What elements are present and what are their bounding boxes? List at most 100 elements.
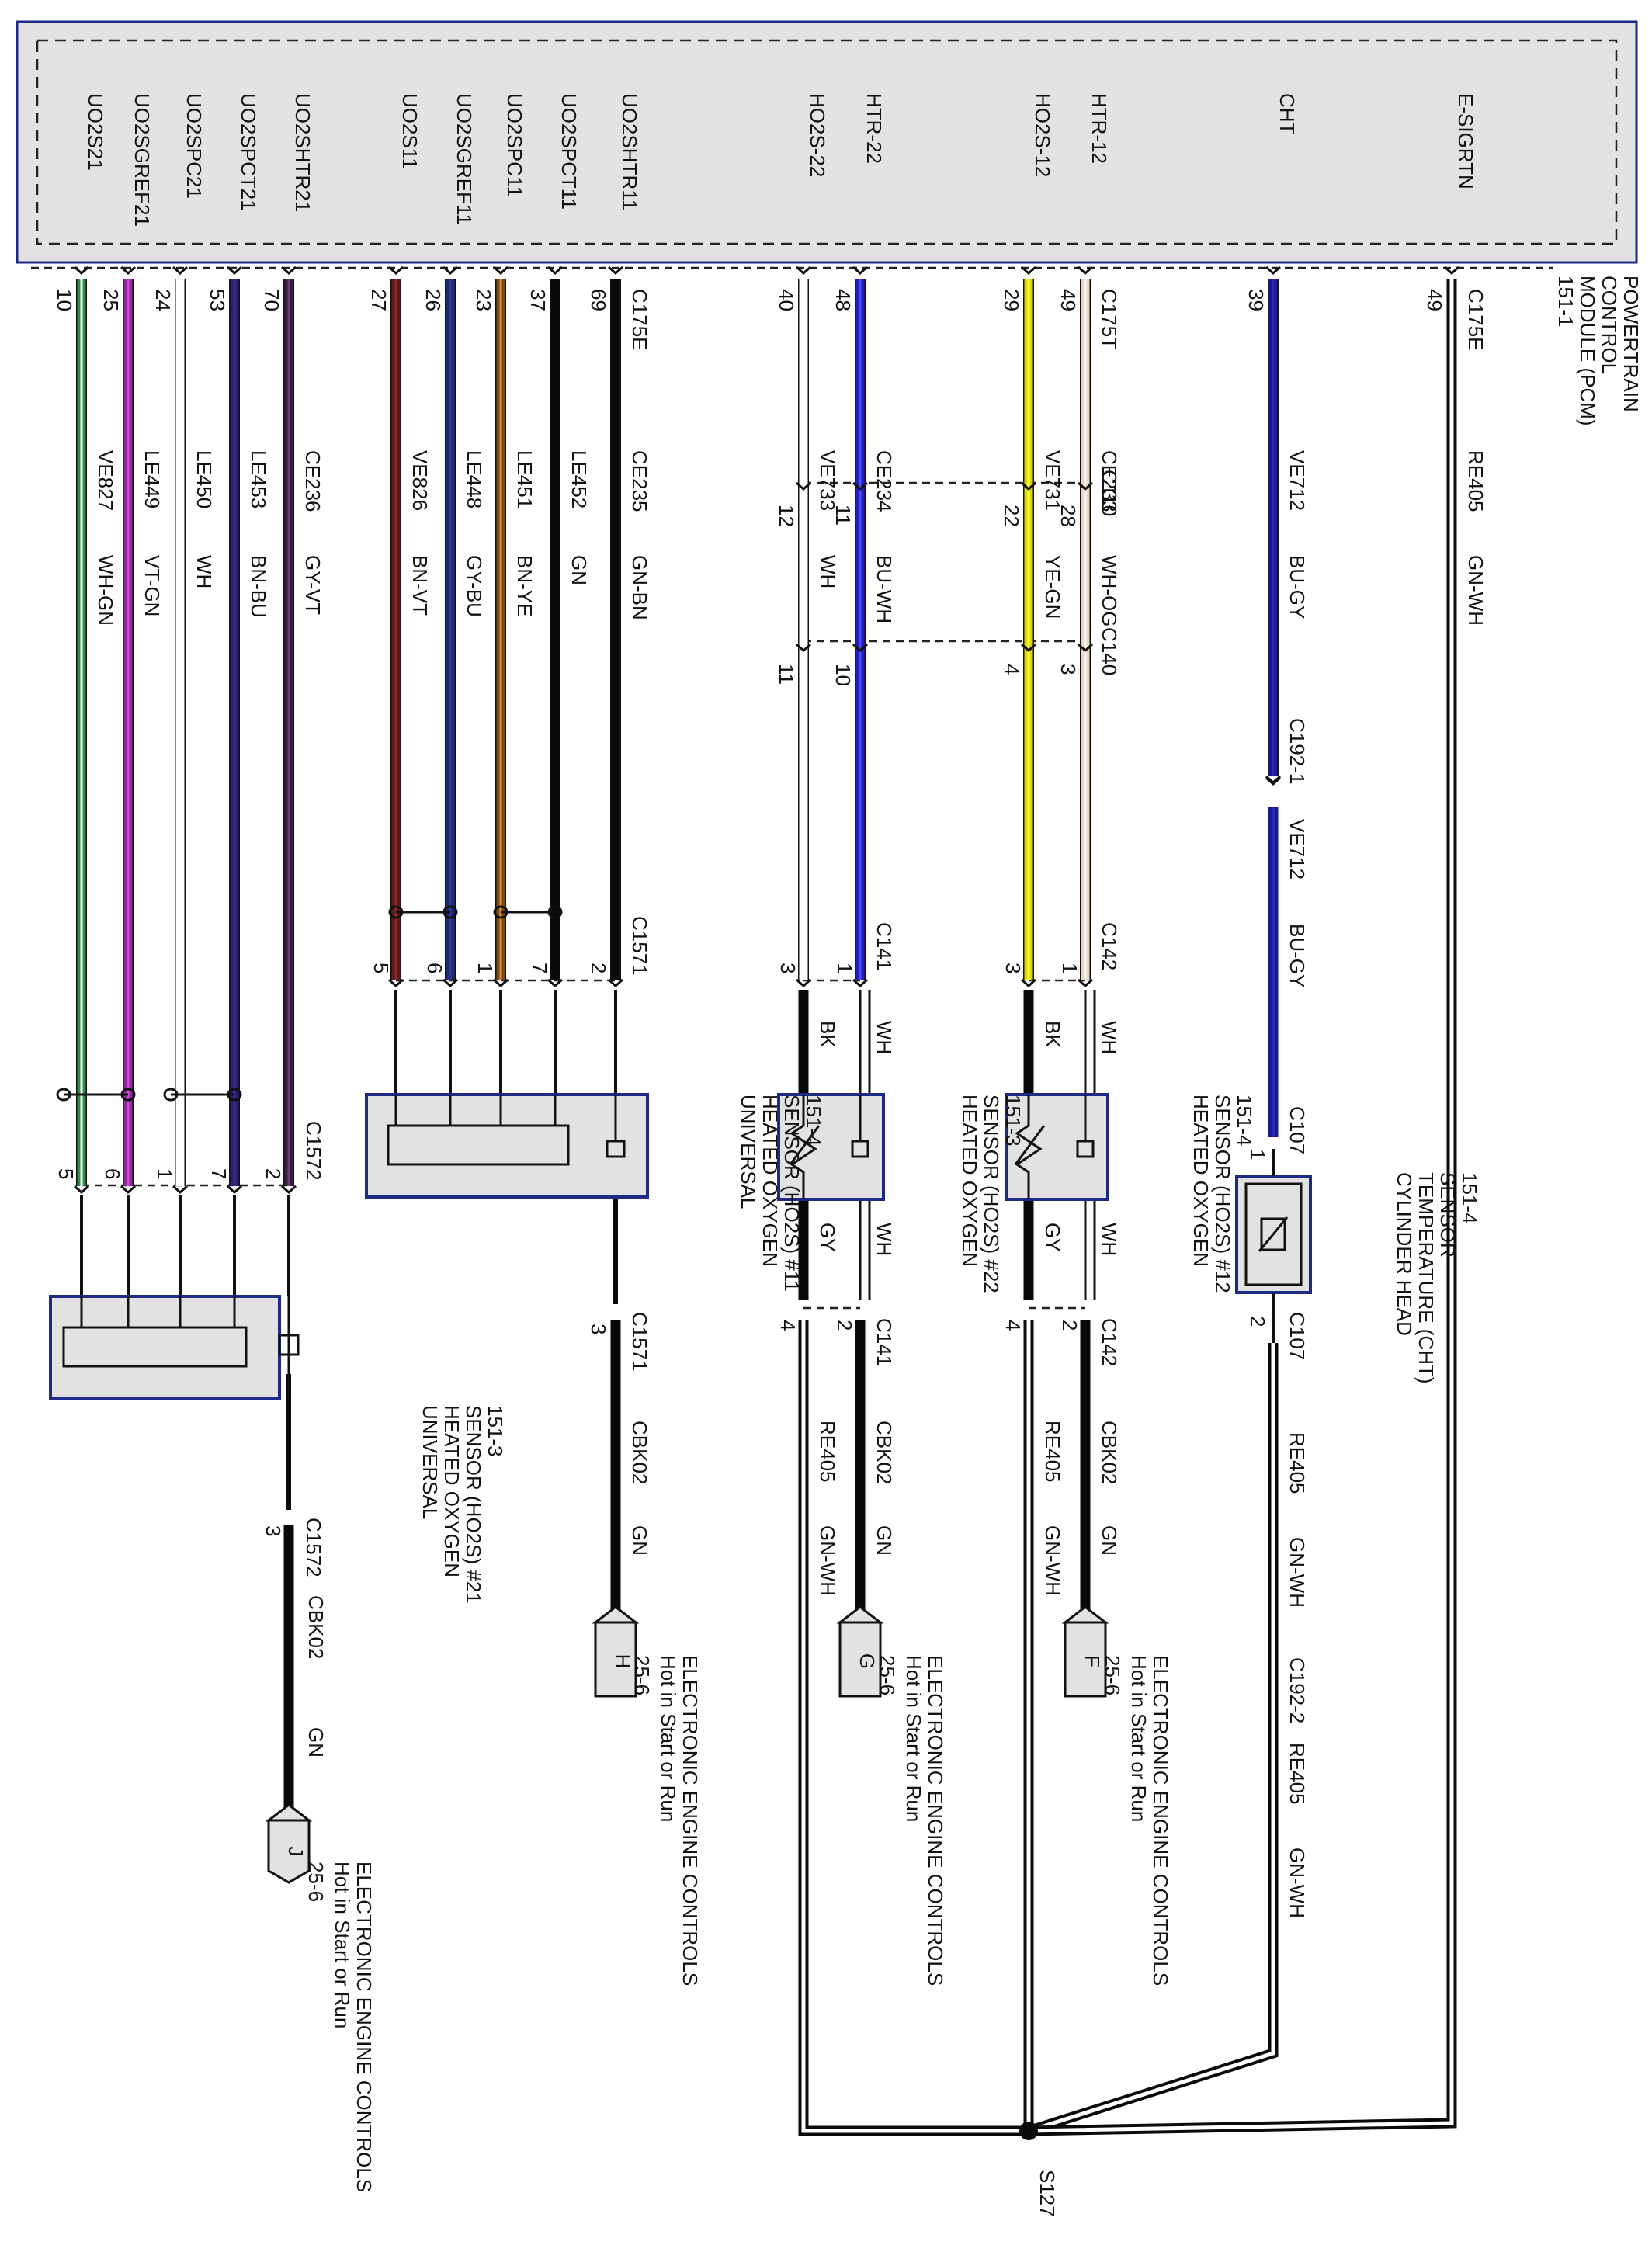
- sensor-hos22[interactable]: [777, 1093, 885, 1201]
- wire-pin-w-cht: 39: [1244, 289, 1268, 311]
- connector-c175e-c: C175E: [1464, 289, 1487, 351]
- svg-text:25-6: 25-6: [304, 1862, 328, 1902]
- hos12-leads: [1023, 990, 1096, 1300]
- ground-flag-h[interactable]: H: [592, 1605, 640, 1698]
- wire-circuit-w-uo2s11: VE826: [408, 450, 432, 511]
- pcm-title-line-4: 151-1: [1554, 276, 1577, 328]
- svg-text:UNIVERSAL: UNIVERSAL: [737, 1095, 760, 1209]
- wire-circuit-w-htr12: CE233: [1098, 450, 1121, 512]
- sensor-cht[interactable]: [1235, 1149, 1312, 1343]
- wire-pin2-w-ho2s22: 12: [775, 505, 798, 527]
- ground-flag-g[interactable]: G: [836, 1605, 884, 1698]
- ground-flag-f[interactable]: F: [1061, 1605, 1109, 1698]
- pcm-pin-ho2s12: HO2S-12: [1031, 93, 1054, 177]
- svg-text:3: 3: [587, 1324, 610, 1334]
- wire-pin2-w-htr12: 28: [1057, 505, 1080, 527]
- svg-text:BK: BK: [1041, 1021, 1064, 1048]
- wire-color-w-uo2s21: WH-GN: [94, 555, 117, 626]
- connector-c192-2: C192-2: [1286, 1657, 1309, 1723]
- wire-color-w-cht: BU-GY: [1286, 555, 1309, 619]
- signal-return-harness[interactable]: [798, 279, 1457, 2140]
- sensor-uhos21[interactable]: [49, 1295, 300, 1400]
- svg-text:RE405: RE405: [1041, 1421, 1064, 1483]
- svg-text:BU-GY: BU-GY: [1286, 924, 1309, 987]
- uhos21-leads: [80, 1195, 290, 1296]
- wire-pin3-w-ho2s12: 4: [1000, 664, 1023, 675]
- svg-text:151-3: 151-3: [1001, 1095, 1025, 1147]
- wire-pin-w-uo2sgref11: 26: [422, 289, 445, 311]
- pcm-pin-cht: CHT: [1275, 93, 1299, 135]
- sensor-hos12[interactable]: [1005, 1093, 1109, 1201]
- connector-c110: C110: [1098, 470, 1121, 516]
- sensor-caption-hos22: HEATED OXYGEN SENSOR (HO2S) #22 151-3: [958, 1095, 1025, 1293]
- connector-c1572-b: C1572: [302, 1518, 325, 1577]
- wire-pin-w-uo2spc11: 23: [472, 289, 495, 311]
- connector-c141-b: C141: [873, 1318, 896, 1366]
- connector-c142-a: C142: [1098, 922, 1121, 970]
- connector-c1572-a: C1572: [302, 1121, 325, 1181]
- wire-circuit-w-uo2spc21: LE450: [193, 450, 216, 508]
- wire-color-w-uo2sgref21: VT-GN: [141, 555, 164, 616]
- pcm-pin-uo2spc21: UO2SPC21: [182, 93, 206, 199]
- wire-pin-w-uo2spct11: 37: [526, 289, 550, 311]
- ground-flag-f-letter: F: [1081, 1655, 1104, 1667]
- svg-text:1: 1: [1058, 963, 1081, 973]
- svg-text:SENSOR: SENSOR: [1436, 1172, 1459, 1258]
- connector-c1571-b: C1571: [628, 1312, 651, 1372]
- wire-circuit-w-uo2spct11: LE452: [567, 450, 591, 508]
- svg-text:1: 1: [153, 1168, 176, 1179]
- pcm-pin-uo2shtr21: UO2SHTR21: [291, 93, 314, 212]
- svg-text:2: 2: [833, 1320, 856, 1331]
- svg-text:5: 5: [54, 1168, 78, 1179]
- wire-color-w-uo2shtr11: GN-BN: [628, 555, 651, 620]
- wire-circuit-w-uo2s21: VE827: [94, 450, 117, 511]
- svg-text:GN: GN: [873, 1525, 896, 1556]
- ground-flag-j[interactable]: J: [265, 1803, 313, 1884]
- hos22-leads: [798, 990, 871, 1300]
- connector-c140: C140: [1098, 627, 1121, 675]
- svg-text:151-3: 151-3: [484, 1405, 507, 1457]
- wire-pin2-w-ho2s12: 22: [1000, 505, 1023, 527]
- svg-text:GY: GY: [816, 1223, 839, 1252]
- pcm-pin-uo2sgref11: UO2SGREF11: [453, 93, 476, 225]
- svg-text:2: 2: [587, 963, 610, 973]
- wire-pin-w-uo2shtr21: 70: [260, 289, 283, 311]
- wire-pin3-w-htr22: 10: [831, 664, 855, 686]
- wire-circuit-w-uo2sgref11: LE448: [463, 450, 486, 508]
- sensor-caption-uhos21: UNIVERSAL HEATED OXYGEN SENSOR (HO2S) #2…: [418, 1405, 507, 1604]
- pcm-title-line-1: POWERTRAIN: [1619, 276, 1643, 412]
- sensor-uhos11[interactable]: [365, 1093, 649, 1199]
- connector-c175e-a: C175E: [628, 289, 651, 351]
- wire-color-w-ho2s22: WH: [816, 555, 839, 588]
- svg-text:CYLINDER HEAD: CYLINDER HEAD: [1393, 1172, 1416, 1336]
- svg-text:HEATED OXYGEN: HEATED OXYGEN: [440, 1405, 463, 1577]
- twisted-pair-marks: [56, 905, 563, 1102]
- svg-text:1: 1: [833, 963, 856, 973]
- pcm-pin-esigrtn: E-SIGRTN: [1454, 93, 1477, 189]
- svg-text:3: 3: [776, 963, 800, 973]
- connector-c107-b: C107: [1286, 1312, 1309, 1360]
- svg-text:SENSOR (HO2S) #21: SENSOR (HO2S) #21: [462, 1405, 485, 1604]
- svg-text:Hot in Start or Run: Hot in Start or Run: [902, 1655, 925, 1822]
- wire-pin-w-uo2sgref21: 25: [99, 289, 123, 311]
- svg-text:25-6: 25-6: [630, 1655, 654, 1695]
- connector-c107-a: C107: [1286, 1106, 1309, 1154]
- pcm-module[interactable]: [16, 20, 1638, 264]
- wire-circuit-w-esigrtn: RE405: [1464, 450, 1487, 512]
